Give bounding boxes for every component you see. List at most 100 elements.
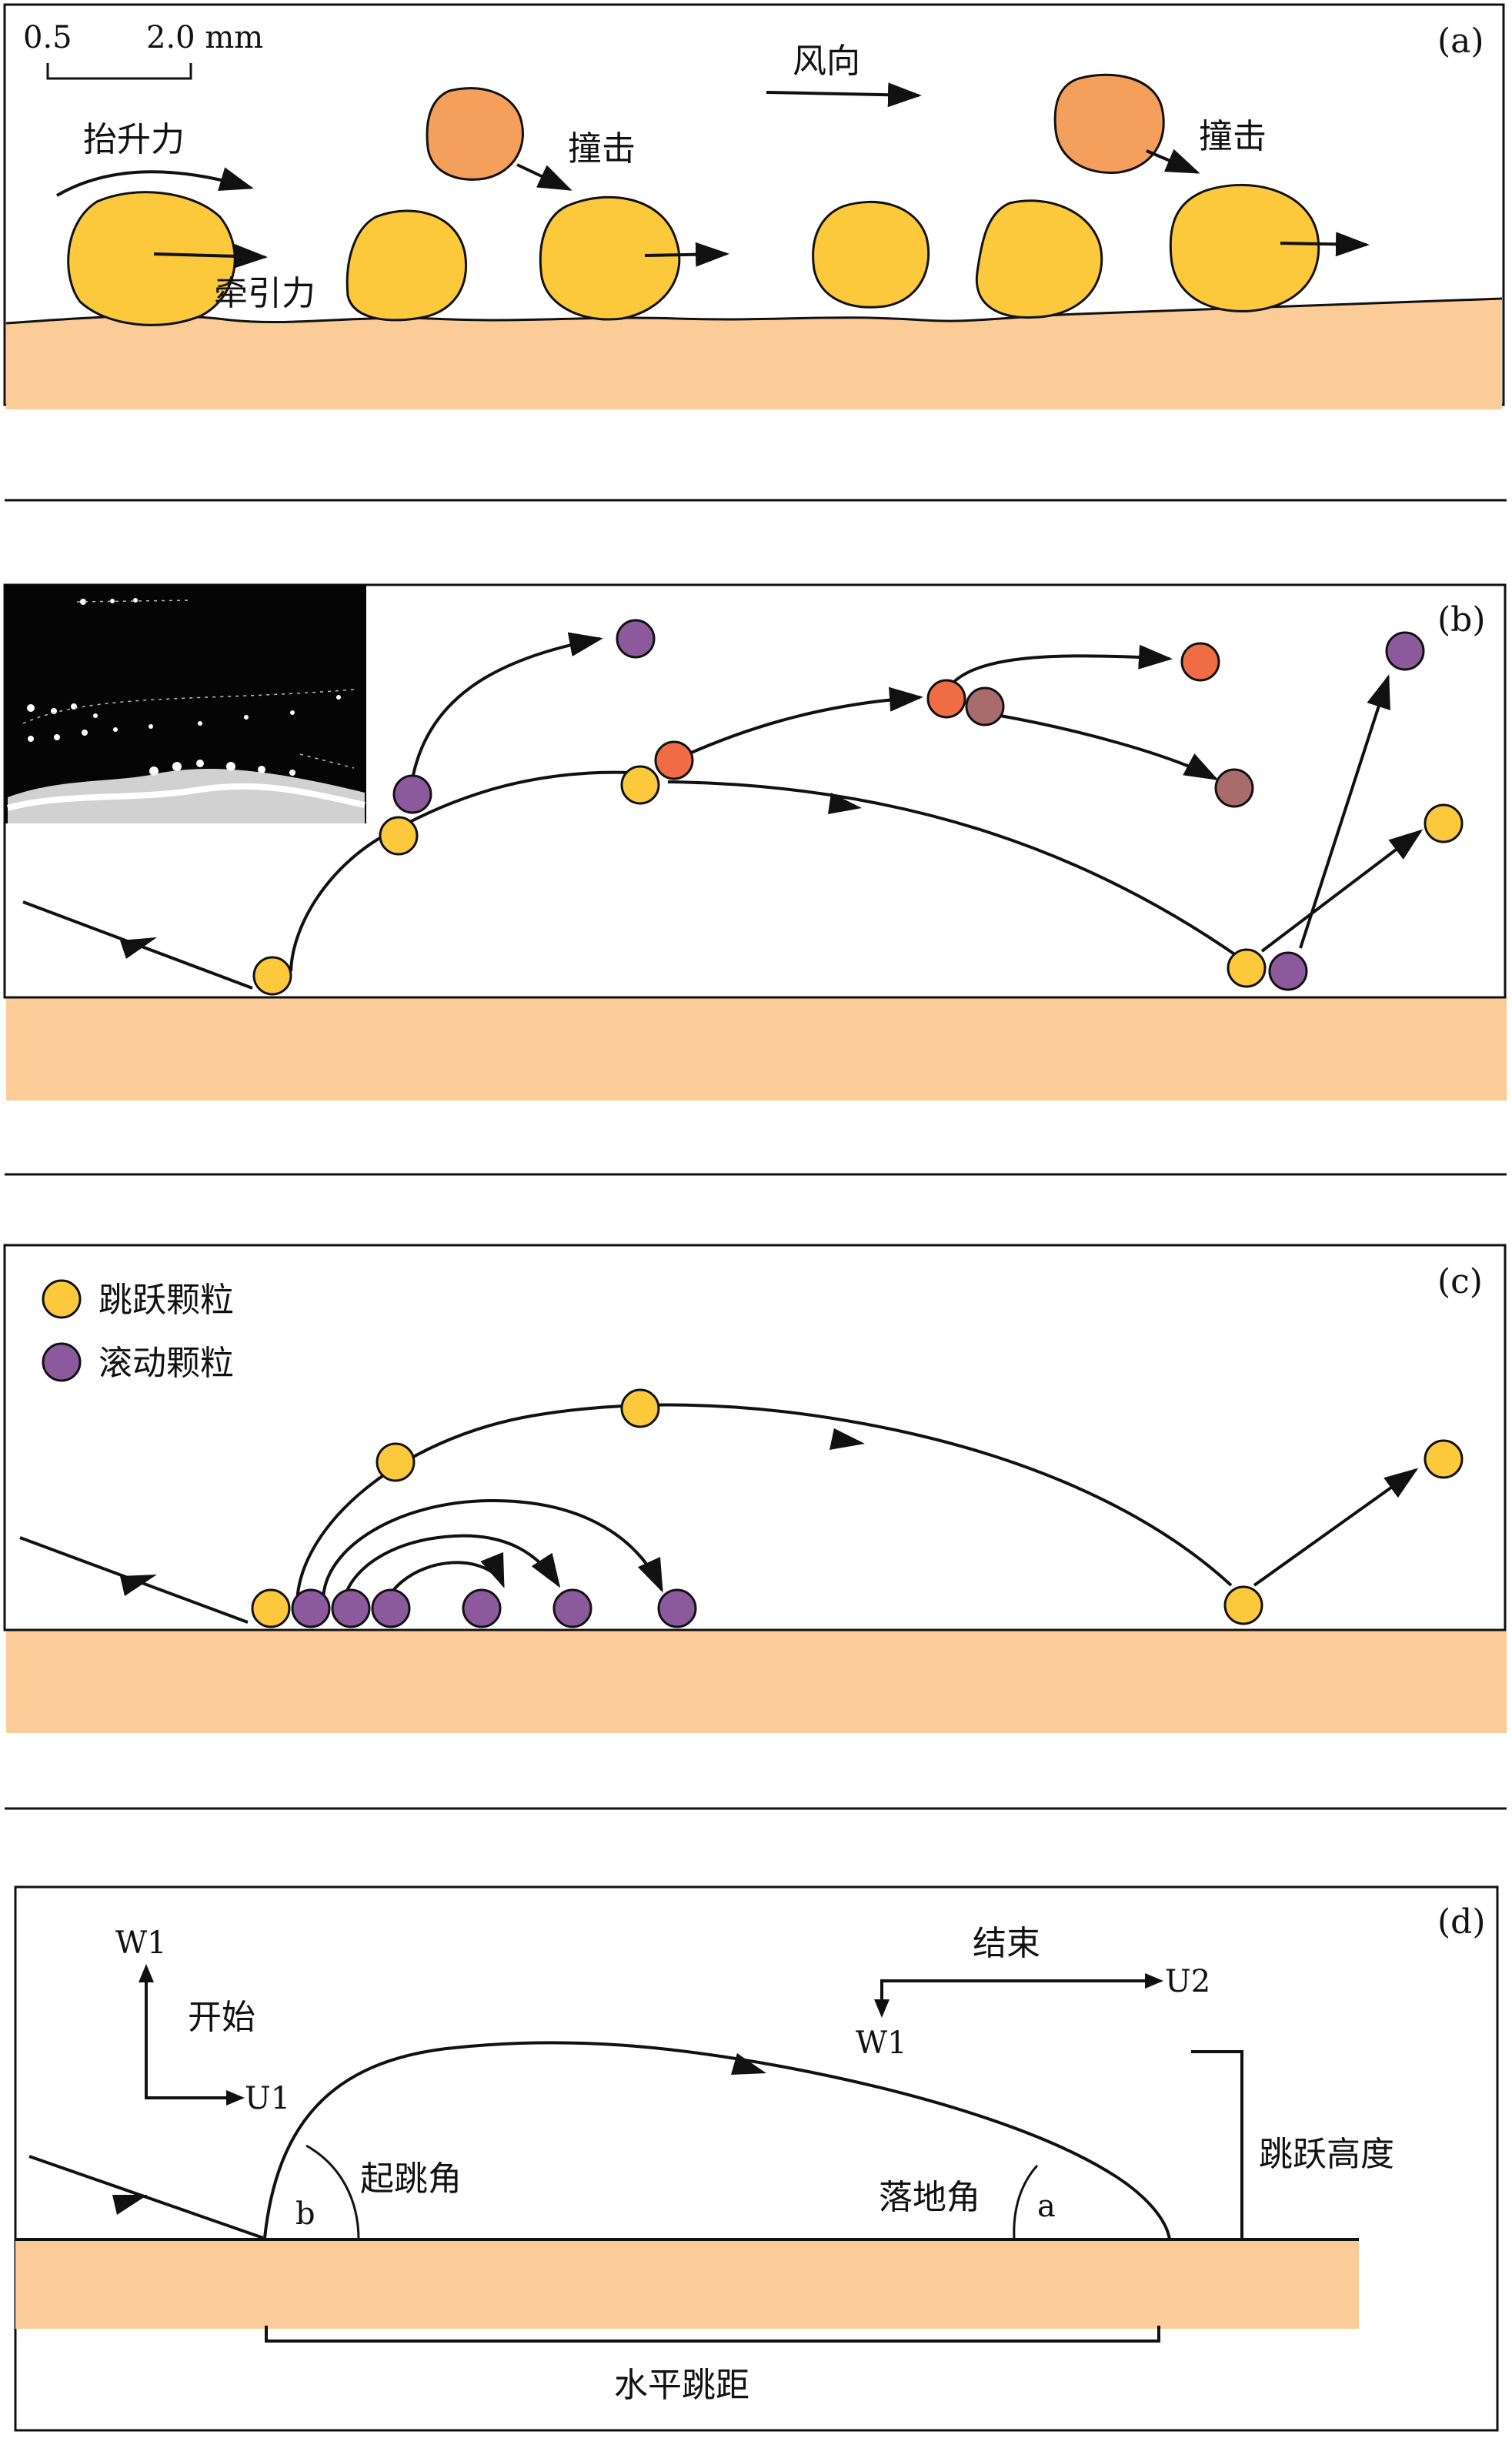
grain-3 [539, 195, 681, 321]
w1-end-label: W1 [856, 2026, 907, 2061]
u2-label: U2 [1165, 1964, 1210, 1999]
rolling-grain-c-6 [657, 1588, 697, 1628]
distance-label: 水平跳距 [614, 2366, 749, 2405]
grain-6-arrow [1280, 232, 1370, 257]
saltating-grain-b-1 [252, 956, 292, 996]
scale-label-left: 0.5 [23, 20, 72, 55]
grain-5 [975, 199, 1103, 319]
roll-trajectory-c-1 [322, 1498, 663, 1601]
panel-c-ground [6, 1630, 1507, 1733]
panel-d-ground [15, 2239, 1359, 2329]
panel-b-ground [6, 997, 1507, 1100]
saltating-grain-b-4 [1227, 948, 1267, 988]
main-trajectory-c [295, 1403, 1233, 1603]
panel-b: (b) [3, 583, 1507, 1100]
roll-trajectory-c-3 [383, 1551, 505, 1605]
rebound-rolling-b [1299, 674, 1390, 949]
landing-angle-label: 落地角 [879, 2178, 980, 2217]
takeoff-angle-arc [305, 2144, 360, 2240]
scale-label-right: 2.0 mm [146, 20, 263, 55]
rolling-grain-c-3 [371, 1588, 411, 1628]
lift-label: 抬升力 [83, 120, 185, 159]
saltating-grain-c-2 [375, 1442, 416, 1482]
impact-arrow-1 [516, 163, 572, 191]
landing-angle-arc [1013, 2164, 1039, 2240]
saltating-grain-c-1 [251, 1588, 291, 1628]
impact-grain-1 [426, 87, 524, 181]
incoming-trajectory-d [28, 2155, 264, 2239]
arrowhead-d-1 [112, 2195, 148, 2215]
lift-arrow [55, 167, 254, 197]
grain-1 [67, 191, 236, 326]
panel-a-surface [5, 297, 1503, 325]
roll-trajectory-c-2 [342, 1534, 561, 1601]
impact-label-2: 撞击 [1199, 117, 1267, 156]
panel-tag-d: (d) [1437, 1902, 1486, 1942]
rolling-grain-c-2 [331, 1588, 371, 1628]
panel-tag-a: (a) [1437, 22, 1484, 61]
end-label: 结束 [973, 1924, 1040, 1963]
main-descent-b [667, 780, 1245, 962]
saltation-photo-inset [5, 585, 366, 823]
panel-a: 0.5 2.0 mm (a) 风向 抬升力 牵引力 撞击 撞击 [3, 3, 1505, 409]
grain-3-arrow [644, 242, 729, 267]
impact-grain-2 [1053, 73, 1165, 174]
height-bracket [1191, 2050, 1243, 2239]
grain-2 [345, 209, 468, 322]
saltating-grain-c-3 [620, 1388, 660, 1428]
saltating-grain-c-4 [1223, 1585, 1263, 1625]
legend-rolling-swatch [42, 1342, 82, 1382]
rolling-grain-b-3 [1268, 951, 1308, 991]
arrowhead-c-1 [120, 1575, 157, 1596]
ejected-grain-b-2 [926, 679, 966, 719]
rolling-grain-b-4 [1385, 631, 1425, 671]
end-axes [880, 1979, 1147, 2004]
angle-b-label: b [295, 2196, 315, 2232]
start-u-arrowhead [226, 2090, 245, 2106]
panel-d-frame [14, 1885, 1499, 2432]
arrowhead-b-2 [828, 793, 862, 814]
rolling-grain-c-1 [291, 1588, 331, 1628]
saltating-grain-b-2 [379, 816, 419, 856]
rebound-saltating-b [1260, 829, 1424, 953]
impact-label-1: 撞击 [568, 129, 636, 169]
saltating-grain-b-5 [1424, 803, 1464, 843]
end-w-arrowhead [874, 1999, 890, 2018]
orange-ejecta-b [950, 644, 1173, 686]
impact-arrow-2 [1146, 149, 1200, 174]
distance-bracket [265, 2326, 1160, 2343]
start-w-arrowhead [139, 1964, 154, 1982]
end-u-arrowhead [1145, 1973, 1163, 1989]
saltation-trajectory-d [263, 2041, 1171, 2240]
start-axes [145, 1969, 231, 2099]
height-label: 跳跃高度 [1259, 2135, 1394, 2174]
grain-6 [1169, 183, 1320, 312]
rolling-grain-b-2 [616, 619, 656, 659]
saltating-grain-b-3 [620, 765, 660, 805]
ejected-grain-b-3 [965, 686, 1005, 726]
w1-start-label: W1 [115, 1925, 167, 1961]
traction-arrow [153, 243, 268, 269]
wind-arrow [766, 82, 922, 108]
rebound-trajectory-c [1253, 1468, 1419, 1587]
angle-a-label: a [1037, 2189, 1056, 2224]
rolling-grain-c-5 [552, 1588, 592, 1628]
legend-saltating-label: 跳跃颗粒 [98, 1281, 234, 1320]
panel-tag-c: (c) [1437, 1262, 1483, 1301]
u1-label: U1 [245, 2081, 290, 2116]
arrowhead-b-1 [120, 937, 157, 959]
grain-4 [812, 200, 930, 309]
saltating-grain-c-5 [1424, 1439, 1464, 1479]
panel-c: (c) 跳跃颗粒 滚动颗粒 [3, 1244, 1507, 1733]
ejected-grain-b-4 [1180, 642, 1220, 682]
scale-bar [46, 63, 192, 80]
upper-trajectory-b [673, 686, 923, 762]
traction-label: 牵引力 [214, 274, 315, 313]
purple-ejecta-trajectory [409, 632, 603, 789]
panel-a-ground [6, 299, 1502, 409]
wind-label: 风向 [793, 42, 860, 81]
takeoff-angle-label: 起跳角 [360, 2159, 462, 2199]
ejected-grain-b-5 [1214, 768, 1254, 808]
legend-saltating-swatch [42, 1279, 82, 1319]
